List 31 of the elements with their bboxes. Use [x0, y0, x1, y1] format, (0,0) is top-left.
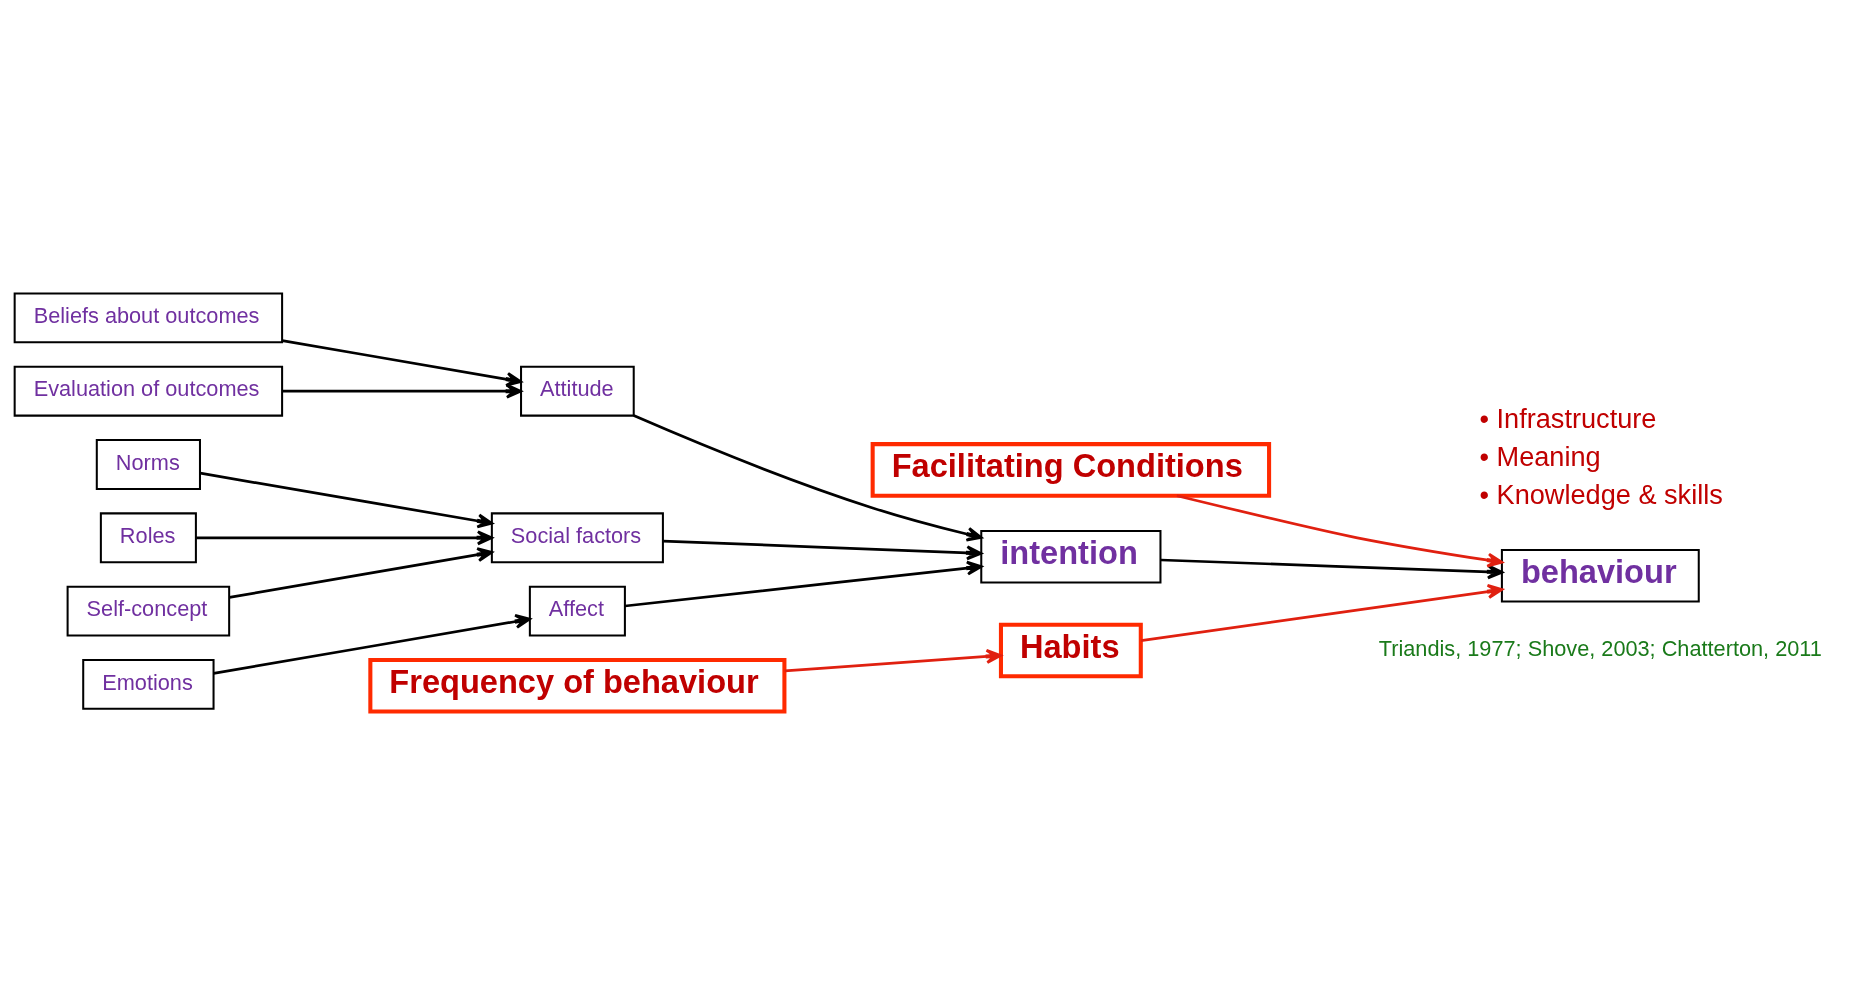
- arrow: [200, 471, 494, 528]
- node-label: • Meaning: [1479, 440, 1601, 472]
- node-box: Affect: [528, 585, 626, 637]
- arrow: [1140, 583, 1504, 642]
- arrow: [196, 529, 493, 545]
- label: Triandis, 1977; Shove, 2003; Chatterton, 2011: [1378, 635, 1822, 661]
- arrow: [663, 539, 983, 560]
- node-box: Norms: [95, 438, 201, 490]
- node-box: Frequency of behaviour: [368, 657, 787, 714]
- arrow: [213, 613, 531, 675]
- arrow: [633, 413, 983, 542]
- arrow: [229, 546, 493, 599]
- arrow: [624, 560, 983, 607]
- arrow: [1176, 493, 1503, 568]
- node-box: behaviour: [1500, 548, 1700, 603]
- node-box: intention: [980, 529, 1162, 584]
- node-box: Self-concept: [66, 585, 231, 637]
- node-box: Evaluation of outcomes: [13, 365, 284, 417]
- node-label: • Knowledge & skills: [1479, 478, 1723, 510]
- node-box: Social factors: [490, 511, 664, 563]
- node-label: • Infrastructure: [1479, 402, 1657, 434]
- node-box: Emotions: [82, 658, 215, 710]
- arrow: [1160, 558, 1504, 579]
- node-box: Roles: [99, 511, 197, 563]
- node-box: Facilitating Conditions: [870, 441, 1272, 498]
- node-box: Beliefs about outcomes: [13, 291, 284, 343]
- arrow: [282, 383, 522, 399]
- node-box: Attitude: [520, 365, 635, 417]
- arrow: [784, 648, 1002, 672]
- arrow: [282, 338, 522, 387]
- node-box: Habits: [998, 622, 1143, 678]
